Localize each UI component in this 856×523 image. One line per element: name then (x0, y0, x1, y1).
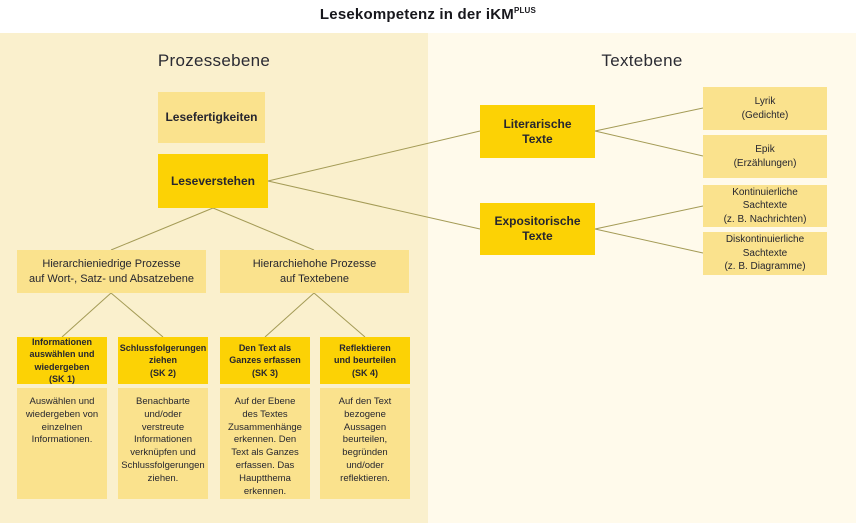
box-leseverstehen: Leseverstehen (158, 154, 268, 208)
connector-line (110, 292, 164, 338)
box-text-type-diskontinuierlich: Diskontinuierliche Sachtexte (z. B. Diag… (703, 232, 827, 275)
connector-line (313, 292, 366, 338)
connector-line (267, 180, 481, 230)
connector-line (110, 207, 214, 251)
box-text-type-lyrik: Lyrik (Gedichte) (703, 87, 827, 130)
box-literarische-texte: Literarische Texte (480, 105, 595, 158)
box-skill-sk3: Den Text als Ganzes erfassen (SK 3) (220, 337, 310, 384)
section-header-textebene: Textebene (601, 51, 683, 70)
page-title-text: Lesekompetenz in der iKM (319, 6, 514, 23)
connector-line (594, 130, 704, 157)
box-skill-sk1: Informationen auswählen und wiedergeben … (17, 337, 107, 384)
box-text-type-epik: Epik (Erzählungen) (703, 135, 827, 178)
section-header-prozessebene: Prozessebene (157, 51, 271, 70)
connector-line (212, 207, 315, 251)
connector-line (267, 130, 481, 182)
connector-line (61, 292, 112, 338)
box-expositorische-texte: Expositorische Texte (480, 203, 595, 255)
connector-line (594, 228, 704, 254)
box-lesefertigkeiten: Lesefertigkeiten (158, 92, 265, 143)
connector-line (594, 107, 704, 132)
box-skill-description-sk4: Auf den Text bezogene Aussagen beurteile… (320, 388, 410, 499)
box-skill-description-sk2: Benachbarte und/oder verstreute Informat… (118, 388, 208, 499)
box-process-group-high: Hierarchiehohe Prozesse auf Textebene (220, 250, 409, 293)
connector-line (594, 205, 704, 230)
box-skill-description-sk1: Auswählen und wiedergeben von einzelnen … (17, 388, 107, 499)
box-text-type-kontinuierlich: Kontinuierliche Sachtexte (z. B. Nachric… (703, 185, 827, 227)
connector-line (264, 292, 315, 338)
box-process-group-low: Hierarchieniedrige Prozesse auf Wort-, S… (17, 250, 206, 293)
page-title: Lesekompetenz in der iKMPLUS (0, 6, 856, 23)
box-skill-sk2: Schlussfolgerungen ziehen (SK 2) (118, 337, 208, 384)
box-skill-description-sk3: Auf der Ebene des Textes Zusammenhänge e… (220, 388, 310, 499)
title-superscript: PLUS (513, 6, 537, 15)
box-skill-sk4: Reflektieren und beurteilen (SK 4) (320, 337, 410, 384)
